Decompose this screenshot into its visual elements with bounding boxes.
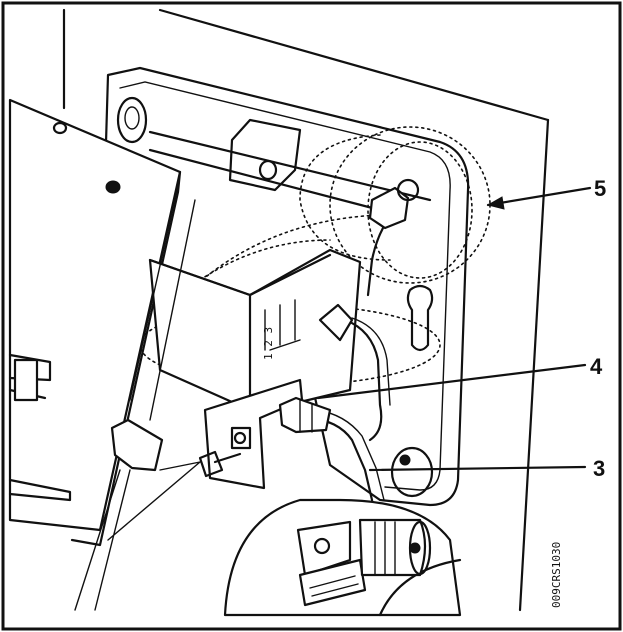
retaining-clip bbox=[110, 418, 164, 472]
control-box-top-edge bbox=[148, 253, 332, 412]
cover-latch bbox=[13, 358, 39, 402]
rotation-path-left bbox=[299, 134, 391, 261]
cable-gland-core bbox=[409, 542, 421, 554]
wall-edge-right bbox=[518, 118, 550, 612]
mounting-hole-lower bbox=[390, 446, 434, 498]
cover-screw-dot bbox=[105, 180, 121, 194]
connector-left bbox=[318, 303, 354, 342]
drawing-code: 009CRS1030 bbox=[550, 542, 563, 608]
cable-gland-ridges bbox=[374, 521, 396, 576]
bracket-screw bbox=[233, 431, 247, 445]
back-plate-inner bbox=[119, 81, 451, 491]
mounting-hole-lower-dot bbox=[399, 454, 411, 466]
callout-5-arrowhead bbox=[486, 196, 505, 210]
terminal-screw bbox=[313, 537, 331, 555]
callout-3-label: 3 bbox=[593, 456, 605, 481]
top-lug bbox=[228, 118, 302, 192]
cover-screw-top bbox=[52, 121, 68, 135]
union-fitting bbox=[278, 396, 332, 434]
callout-4-label: 4 bbox=[590, 354, 603, 379]
upper-fitting bbox=[368, 186, 410, 230]
bracket-screw-head bbox=[230, 426, 252, 450]
motor-housing-arc bbox=[378, 558, 462, 617]
rotation-path-middle bbox=[367, 141, 473, 279]
control-box-panel-lines bbox=[264, 299, 301, 351]
callout-3-leader bbox=[368, 465, 587, 472]
mounting-bracket bbox=[203, 378, 304, 490]
terminal-label-lines bbox=[309, 575, 359, 597]
callout-5-label: 5 bbox=[594, 176, 606, 201]
upper-fitting-nut bbox=[396, 178, 420, 202]
callout-5-leader bbox=[486, 186, 592, 207]
mounting-hole-upper-inner bbox=[124, 106, 140, 130]
top-rail bbox=[148, 130, 432, 212]
wall-edge-top bbox=[158, 8, 550, 122]
keyhole-slot bbox=[406, 284, 434, 352]
terminal-block bbox=[296, 520, 352, 577]
control-box bbox=[148, 248, 362, 412]
control-box-marks: 1 2 3 bbox=[262, 327, 275, 360]
mounting-hole-upper bbox=[116, 96, 148, 144]
clip-guide-lines bbox=[74, 184, 201, 611]
left-cover-edge bbox=[70, 170, 182, 547]
loose-screw bbox=[198, 450, 242, 478]
rotation-path-swing bbox=[179, 214, 381, 301]
callout-4-leader bbox=[316, 363, 587, 400]
